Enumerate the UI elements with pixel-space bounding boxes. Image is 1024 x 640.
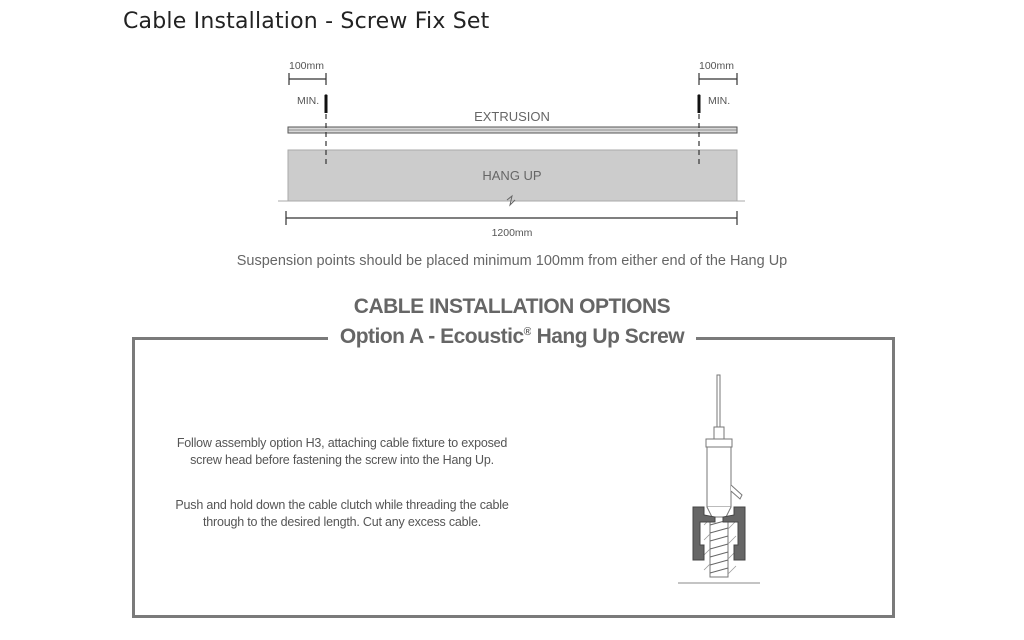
cable-clutch-icon: [705, 438, 733, 448]
cable-icon: [716, 374, 721, 428]
instruction-line: screw head before fastening the screw in…: [190, 452, 494, 467]
hangup-panel: [287, 149, 738, 202]
option-a-title-text: Option A - Ecoustic: [339, 325, 524, 348]
instruction-line: through to the desired length. Cut any e…: [203, 514, 481, 529]
extrusion-label: EXTRUSION: [474, 109, 550, 124]
hangup-channel-left-icon: [692, 506, 716, 561]
left-dimension-label: 100mm: [289, 60, 325, 72]
left-cable-icon: [324, 94, 328, 113]
screw-fixing-illustration: [678, 374, 760, 584]
break-symbol-icon: [506, 194, 516, 207]
suspension-note: Suspension points should be placed minim…: [236, 253, 788, 269]
option-a-title-suffix: Hang Up Screw: [531, 325, 685, 348]
section-heading: CABLE INSTALLATION OPTIONS: [353, 295, 671, 318]
right-cable-icon: [697, 94, 701, 113]
right-min-label: MIN.: [708, 95, 731, 107]
page-title: Cable Installation - Screw Fix Set: [123, 9, 490, 34]
hangup-label: HANG UP: [482, 168, 542, 183]
option-a-title: Option A - Ecoustic® Hang Up Screw: [0, 325, 1024, 349]
right-dimension-label: 100mm: [699, 60, 735, 72]
left-min-label: MIN.: [297, 95, 320, 107]
instruction-line: Push and hold down the cable clutch whil…: [175, 498, 509, 512]
option-a-panel: [132, 337, 895, 618]
hangup-layout-diagram: [278, 73, 745, 225]
hangup-channel-right-icon: [722, 506, 746, 561]
instruction-paragraph-1: Follow assembly option H3, attaching cab…: [140, 435, 544, 468]
instruction-paragraph-2: Push and hold down the cable clutch whil…: [140, 497, 544, 530]
instruction-line: Follow assembly option H3, attaching cab…: [176, 436, 508, 450]
total-length-label: 1200mm: [491, 227, 533, 239]
registered-mark: ®: [523, 326, 532, 338]
